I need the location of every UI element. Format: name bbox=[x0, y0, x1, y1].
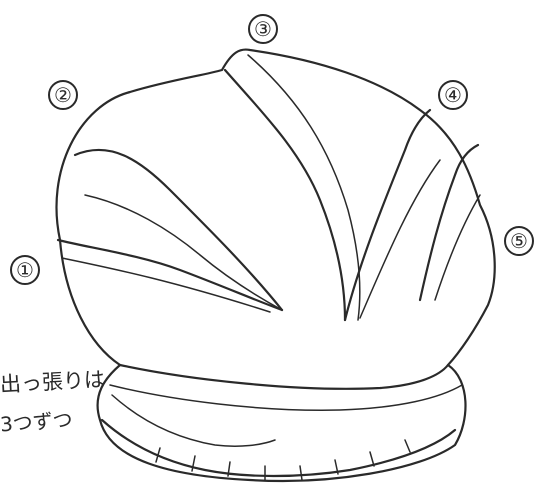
note-line-2: 3つずつ bbox=[0, 407, 74, 437]
frill-outline bbox=[100, 418, 457, 478]
segment-2 bbox=[73, 148, 284, 312]
note-line-1: 出っ張りは bbox=[0, 367, 106, 397]
base-ring-lower bbox=[109, 384, 463, 411]
label-1: ① bbox=[10, 255, 40, 285]
segment-4 bbox=[343, 108, 432, 322]
frill-ticks bbox=[155, 439, 411, 481]
segment-1 bbox=[56, 238, 284, 312]
segment-3-inner bbox=[247, 54, 361, 321]
segment-1-inner bbox=[61, 257, 271, 313]
segment-2-inner bbox=[84, 194, 283, 311]
outer-shell-outline bbox=[55, 48, 496, 483]
segment-4-inner bbox=[359, 159, 441, 319]
base-ring-upper bbox=[118, 363, 450, 390]
segment-5 bbox=[418, 143, 480, 302]
segment-5-inner bbox=[434, 194, 481, 301]
segment-3 bbox=[223, 68, 347, 322]
label-3: ③ bbox=[248, 14, 278, 44]
label-5: ⑤ bbox=[504, 226, 534, 256]
label-4: ④ bbox=[438, 80, 468, 110]
label-2: ② bbox=[48, 80, 78, 110]
lower-scoop bbox=[111, 394, 276, 447]
